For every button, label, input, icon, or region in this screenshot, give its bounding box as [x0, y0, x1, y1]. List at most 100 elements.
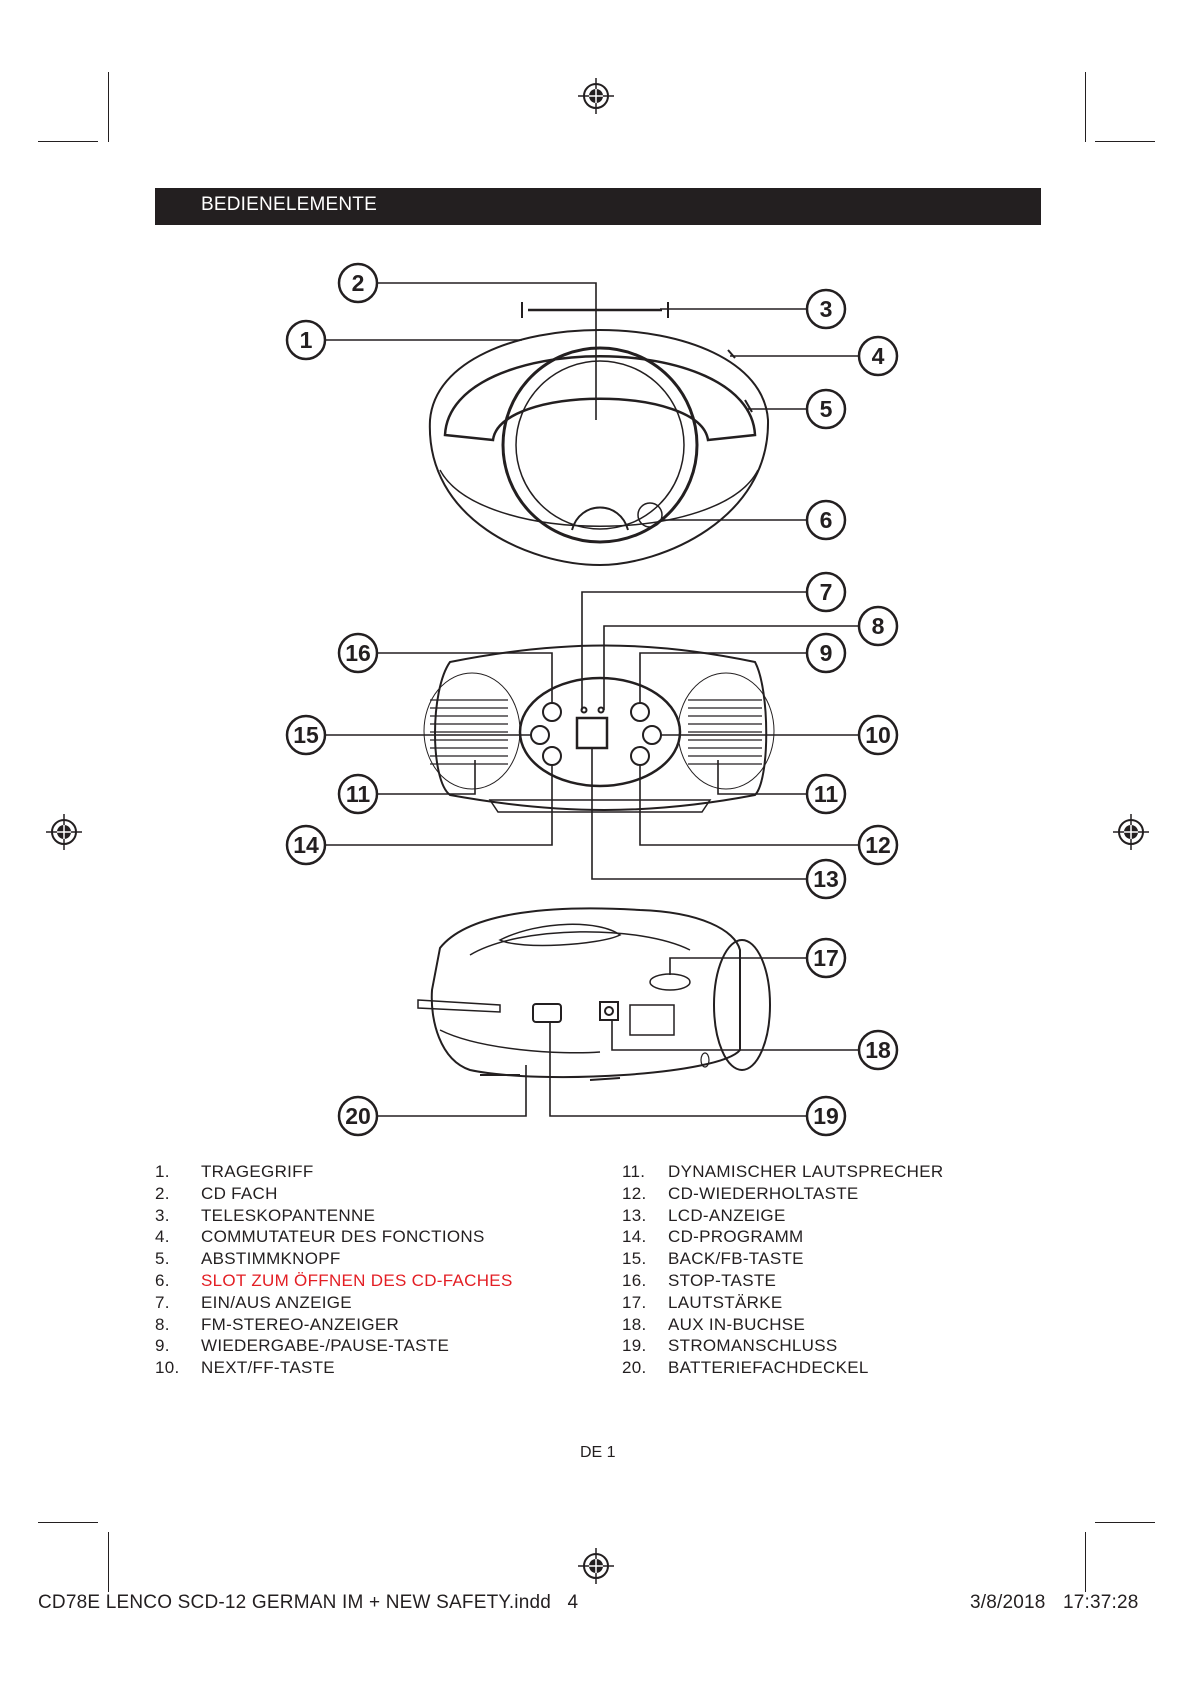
crop-mark-bottom-left-h [38, 1522, 98, 1523]
legend-number: 1. [155, 1162, 170, 1181]
crop-mark-top-right-h [1095, 141, 1155, 142]
legend-number: 20. [622, 1358, 647, 1378]
legend-right: 11. DYNAMISCHER LAUTSPRECHER 12. CD-WIEDERH… [622, 1162, 1062, 1382]
legend-label: TRAGEGRIFF [201, 1162, 314, 1181]
callout-number: 17 [813, 945, 839, 971]
section-header: BEDIENELEMENTE [155, 188, 1041, 225]
callout-6: 6 [805, 499, 847, 541]
callout-14: 14 [285, 824, 327, 866]
callout-circle [805, 937, 847, 979]
footer-time: 17:37:28 [1063, 1592, 1139, 1613]
legend-number: 13. [622, 1205, 647, 1225]
callout-circle [857, 824, 899, 866]
page-number: DE 1 [580, 1444, 616, 1461]
legend-number: 4. [155, 1227, 170, 1247]
legend-number: 11. [622, 1162, 646, 1181]
registration-mark-left [46, 814, 82, 850]
legend-number: 15. [622, 1249, 647, 1269]
callout-number: 2 [352, 270, 365, 296]
legend-number: 14. [622, 1227, 647, 1247]
callout-3: 3 [805, 288, 847, 330]
registration-mark-top [578, 78, 614, 114]
legend-number: 19. [622, 1336, 647, 1356]
callout-circle [285, 714, 327, 756]
legend-number: 6. [155, 1271, 170, 1290]
legend-label: SLOT ZUM ÖFFNEN DES CD-FACHES [201, 1271, 513, 1290]
crop-mark-bottom-right-h [1095, 1522, 1155, 1523]
legend-label: LCD-ANZEIGE [668, 1205, 786, 1225]
callout-11: 11 [805, 773, 847, 815]
crop-mark-bottom-right-v [1085, 1532, 1086, 1592]
legend-number: 16. [622, 1271, 647, 1290]
legend-label: CD FACH [201, 1183, 278, 1203]
callout-circle [337, 262, 379, 304]
footer-date: 3/8/2018 [970, 1592, 1046, 1613]
callout-10: 10 [857, 714, 899, 756]
legend-label: TELESKOPANTENNE [201, 1205, 376, 1225]
callout-circle [857, 605, 899, 647]
callout-19: 19 [805, 1095, 847, 1137]
callout-circle [285, 824, 327, 866]
callout-circle [337, 773, 379, 815]
callout-11: 11 [337, 773, 379, 815]
callout-16: 16 [337, 632, 379, 674]
legend-label: BATTERIEFACHDECKEL [668, 1358, 869, 1378]
callout-number: 16 [345, 640, 371, 666]
crop-mark-bottom-left-v [108, 1532, 109, 1592]
callout-18: 18 [857, 1029, 899, 1071]
legend-label: ABSTIMMKNOPF [201, 1249, 341, 1269]
callout-9: 9 [805, 632, 847, 674]
callout-circle [857, 1029, 899, 1071]
legend-number: 17. [622, 1292, 647, 1312]
callout-8: 8 [857, 605, 899, 647]
legend-label: FM-STEREO-ANZEIGER [201, 1314, 400, 1334]
callout-number: 13 [813, 866, 839, 892]
legend-number: 18. [622, 1314, 647, 1334]
legend-number: 12. [622, 1183, 647, 1203]
callout-number: 6 [820, 507, 833, 533]
legend-label: AUX IN-BUCHSE [668, 1314, 806, 1334]
callout-number: 8 [872, 613, 885, 639]
callout-number: 14 [293, 832, 319, 858]
callout-number: 5 [820, 396, 833, 422]
callout-12: 12 [857, 824, 899, 866]
legend-label: LAUTSTÄRKE [668, 1292, 783, 1312]
callout-circle [805, 858, 847, 900]
callout-13: 13 [805, 858, 847, 900]
legend-number: 2. [155, 1183, 170, 1203]
callout-number: 18 [865, 1037, 891, 1063]
legend-label: WIEDERGABE-/PAUSE-TASTE [201, 1336, 450, 1356]
legend-label: NEXT/FF-TASTE [201, 1358, 335, 1378]
callout-number: 4 [872, 343, 885, 369]
callout-number: 10 [865, 722, 891, 748]
callout-circle [805, 632, 847, 674]
legend-number: 8. [155, 1314, 170, 1334]
callout-number: 11 [346, 781, 371, 807]
crop-mark-top-left-v [108, 72, 109, 142]
callout-7: 7 [805, 571, 847, 613]
callout-2: 2 [337, 262, 379, 304]
callout-5: 5 [805, 388, 847, 430]
crop-mark-top-right-v [1085, 72, 1086, 142]
callout-number: 11 [814, 781, 839, 807]
legend-number: 9. [155, 1336, 170, 1356]
footer-file-slug: CD78E LENCO SCD-12 GERMAN IM + NEW SAFET… [38, 1592, 579, 1613]
callout-20: 20 [337, 1095, 379, 1137]
callout-1: 1 [285, 319, 327, 361]
legend-label: DYNAMISCHER LAUTSPRECHER [668, 1162, 944, 1181]
legend-label: CD-WIEDERHOLTASTE [668, 1183, 859, 1203]
callout-circle [285, 319, 327, 361]
callout-circle [805, 288, 847, 330]
callout-number: 7 [820, 579, 833, 605]
callout-4: 4 [857, 335, 899, 377]
callout-circle [805, 571, 847, 613]
legend-label: STOP-TASTE [668, 1271, 777, 1290]
callout-circle [805, 388, 847, 430]
callout-17: 17 [805, 937, 847, 979]
legend-label: EIN/AUS ANZEIGE [201, 1292, 352, 1312]
callout-circle [337, 632, 379, 674]
